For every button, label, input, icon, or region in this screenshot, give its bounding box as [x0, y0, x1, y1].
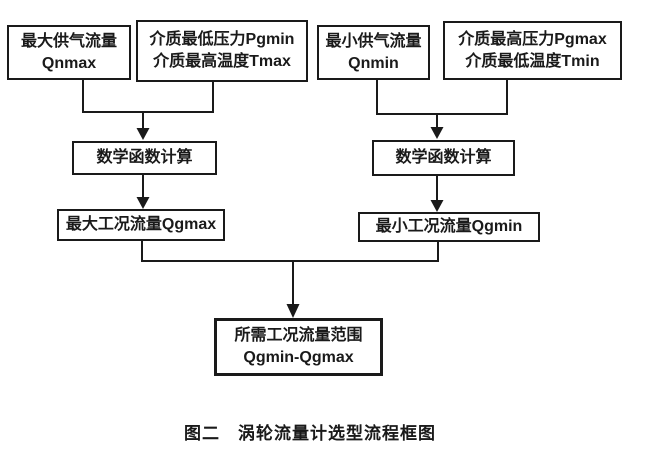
- box-min-pressure-label: 介质最低压力Pgmin: [149, 31, 295, 48]
- box-max-temp-label: 介质最高温度Tmax: [153, 53, 291, 70]
- box-math-calc-right: 数学函数计算: [372, 140, 515, 176]
- box-max-working-flow-label: 最大工况流量Qgmax: [65, 216, 217, 233]
- box-min-supply-flow-symbol: Qnmin: [348, 54, 399, 72]
- box-min-working-flow-label: 最小工况流量Qgmin: [375, 218, 523, 235]
- box-max-supply-flow-label: 最大供气流量: [20, 32, 117, 50]
- box-max-pressure-min-temp: 介质最高压力Pgmax 介质最低温度Tmin: [443, 21, 622, 80]
- box-min-supply-flow-label: 最小供气流量: [325, 32, 422, 50]
- box-max-supply-flow-symbol: Qnmax: [41, 54, 97, 72]
- box-min-pressure-max-temp: 介质最低压力Pgmin 介质最高温度Tmax: [136, 20, 308, 82]
- box-min-working-flow: 最小工况流量Qgmin: [358, 212, 540, 242]
- arrowhead-left-calc: [136, 128, 150, 140]
- box-math-calc-left-label: 数学函数计算: [96, 149, 193, 166]
- arrowhead-right-calc: [430, 127, 444, 139]
- connector-left-merge: [82, 80, 214, 129]
- box-math-calc-left: 数学函数计算: [72, 141, 217, 175]
- box-min-temp-label: 介质最低温度Tmin: [465, 52, 600, 70]
- box-math-calc-right-label: 数学函数计算: [395, 149, 492, 166]
- arrowhead-left-result: [136, 197, 150, 209]
- box-required-flow-range-value: Qgmin-Qgmax: [243, 349, 354, 366]
- box-required-flow-range-label: 所需工况流量范围: [234, 327, 363, 344]
- figure-caption: 图二 涡轮流量计选型流程框图: [184, 424, 436, 443]
- box-max-working-flow: 最大工况流量Qgmax: [57, 209, 225, 241]
- connector-bottom-merge: [141, 241, 439, 305]
- box-max-pressure-label: 介质最高压力Pgmax: [458, 30, 607, 48]
- arrowhead-final: [286, 304, 300, 318]
- connector-right-merge: [376, 80, 508, 128]
- box-min-supply-flow: 最小供气流量 Qnmin: [317, 25, 430, 80]
- box-required-flow-range: 所需工况流量范围 Qgmin-Qgmax: [214, 318, 383, 376]
- arrowhead-right-result: [430, 200, 444, 212]
- box-max-supply-flow: 最大供气流量 Qnmax: [7, 25, 131, 80]
